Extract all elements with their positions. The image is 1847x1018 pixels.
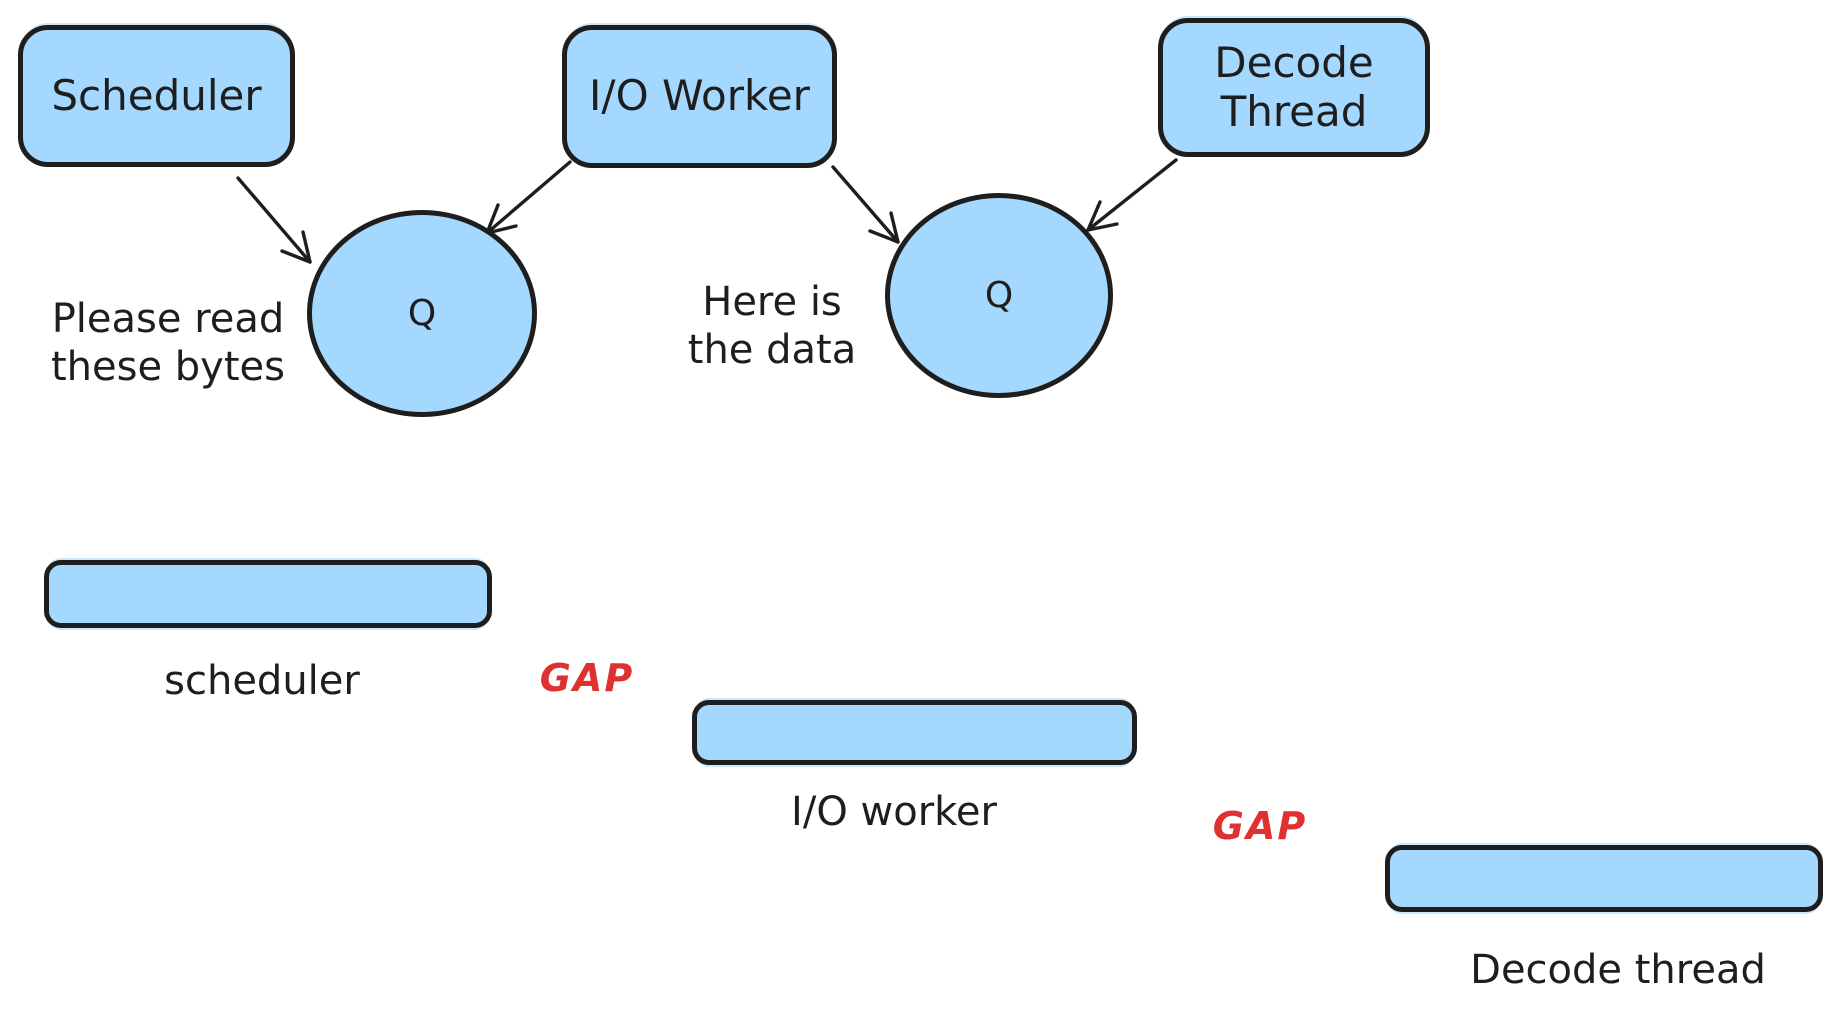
queue-q1: Q <box>307 210 537 417</box>
node-decode-thread-label: Decode Thread <box>1214 38 1374 136</box>
timeline-bar-scheduler <box>44 560 492 628</box>
gap-label-2: GAP <box>1212 804 1308 848</box>
arrow-decode-thread-to-q2 <box>1086 158 1178 232</box>
timeline-bar-io-worker <box>692 700 1137 765</box>
timeline-label-io-worker: I/O worker <box>791 789 997 835</box>
gap-label-1: GAP <box>539 656 635 700</box>
node-decode-thread: Decode Thread <box>1158 18 1430 157</box>
annotation-please-read-these-bytes: Please read these bytes <box>50 296 285 390</box>
annotation-here-is-the-data: Here is the data <box>687 279 857 373</box>
arrow-io-worker-to-q1 <box>485 160 572 235</box>
arrow-io-worker-to-q2 <box>831 165 900 244</box>
node-scheduler: Scheduler <box>18 25 295 167</box>
arrow-scheduler-to-q1 <box>236 176 312 264</box>
node-io-worker-label: I/O Worker <box>589 71 810 121</box>
queue-q1-label: Q <box>407 293 437 334</box>
timeline-label-scheduler: scheduler <box>164 658 360 704</box>
timeline-label-decode-thread: Decode thread <box>1470 947 1766 993</box>
timeline-bar-decode-thread <box>1385 845 1823 912</box>
queue-q2: Q <box>885 193 1113 398</box>
queue-q2-label: Q <box>984 275 1014 316</box>
node-io-worker: I/O Worker <box>562 25 837 168</box>
node-scheduler-label: Scheduler <box>51 70 262 120</box>
